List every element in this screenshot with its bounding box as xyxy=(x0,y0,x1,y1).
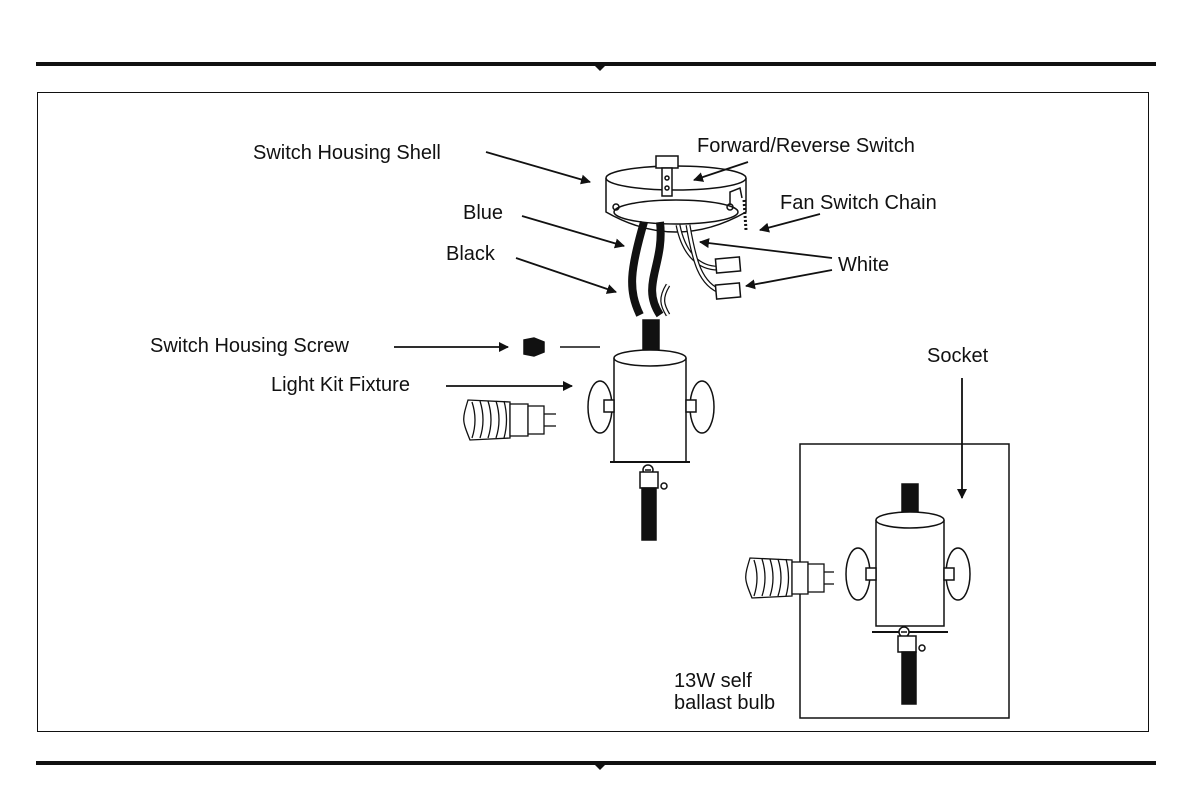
switch-housing-shell xyxy=(606,156,746,232)
arrow-blue xyxy=(522,216,624,246)
label-fan-switch-chain: Fan Switch Chain xyxy=(780,192,937,214)
arrow-switch-housing-shell xyxy=(486,152,590,182)
black-wire xyxy=(652,222,661,315)
blue-wire xyxy=(632,222,644,315)
socket xyxy=(846,484,970,704)
cfl-bulb xyxy=(464,400,556,440)
inset-bulb xyxy=(746,558,834,598)
label-white: White xyxy=(838,254,889,276)
switch-housing-screw xyxy=(524,338,600,356)
wires xyxy=(632,222,740,315)
light-kit-fixture xyxy=(588,320,714,540)
arrow-white-1 xyxy=(700,242,832,258)
label-socket: Socket xyxy=(927,345,989,367)
arrow-black xyxy=(516,258,616,292)
arrow-fan-switch-chain xyxy=(760,214,820,230)
label-switch-housing-screw: Switch Housing Screw xyxy=(150,335,350,357)
label-forward-reverse-switch: Forward/Reverse Switch xyxy=(697,135,915,157)
label-light-kit-fixture: Light Kit Fixture xyxy=(271,374,410,396)
arrow-white-2 xyxy=(746,270,832,286)
label-blue: Blue xyxy=(463,202,503,224)
label-black: Black xyxy=(446,243,496,265)
label-switch-housing-shell: Switch Housing Shell xyxy=(253,142,441,164)
label-bulb-line1: 13W self xyxy=(674,670,752,692)
label-bulb-line2: ballast bulb xyxy=(674,692,775,714)
